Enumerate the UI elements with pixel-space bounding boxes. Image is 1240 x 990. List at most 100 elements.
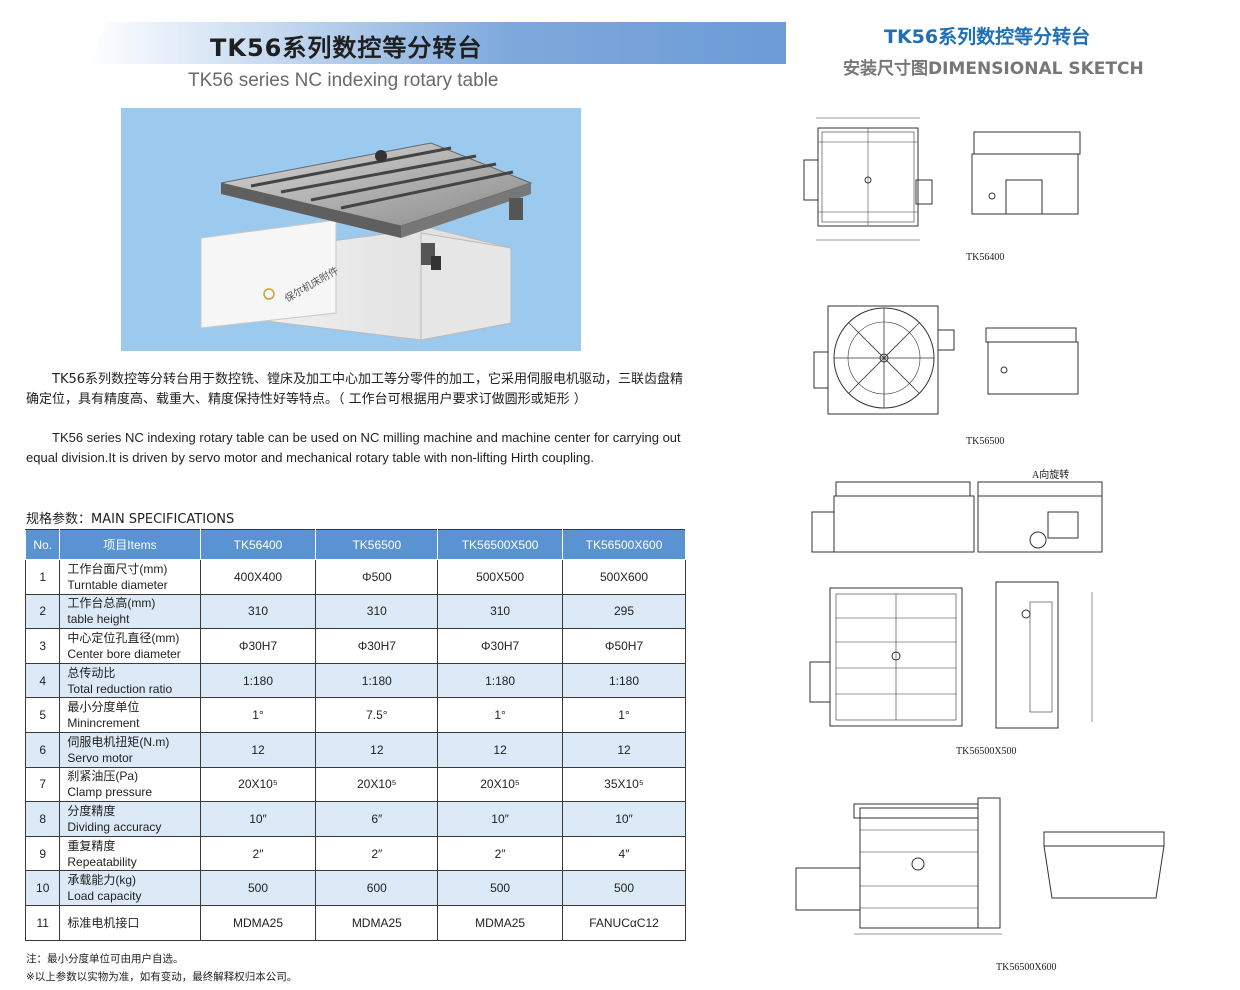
row-no: 4 (24, 662, 61, 699)
row-item-en: table height (67, 612, 130, 627)
row-value: 7.5° (315, 697, 439, 733)
sketch-tk56500x600: TK56500X600 (780, 778, 1180, 983)
row-value: 1° (437, 697, 564, 733)
row-item-cn: 工作台总高(mm) (67, 596, 156, 611)
row-value: 400X400 (199, 559, 317, 595)
sketch-label-tk56500x600: TK56500X600 (996, 962, 1057, 973)
page-subtitle: TK56 series NC indexing rotary table (188, 70, 499, 91)
row-value: 12 (437, 731, 564, 768)
row-item-en: Total reduction ratio (67, 681, 173, 696)
row-value: Φ30H7 (199, 628, 317, 664)
description-cn: TK56系列数控等分转台用于数控铣、镗床及加工中心加工等分零件的加工，它采用伺服… (26, 372, 684, 407)
row-value: 295 (562, 593, 686, 630)
row-value: FANUCαC12 (562, 904, 686, 941)
row-item-cn: 总传动比 (67, 665, 116, 680)
row-item-cn: 中心定位孔直径(mm) (67, 630, 180, 645)
row-value: 1:180 (199, 662, 317, 699)
row-value: 1:180 (315, 662, 439, 699)
row-no: 10 (24, 870, 61, 906)
sketch-title: TK56系列数控等分转台 (884, 26, 1091, 48)
row-no: 2 (24, 593, 61, 630)
description-en: TK56 series NC indexing rotary table can… (26, 430, 681, 465)
title-ribbon (88, 22, 786, 64)
row-value: 20X10⁵ (437, 766, 564, 803)
row-value: 2″ (315, 835, 439, 872)
row-value: 500X500 (437, 559, 564, 595)
row-value: 12 (199, 731, 317, 768)
row-item: 标准电机接口 (59, 904, 201, 941)
sketch-label-a-view: A向旋转 (1032, 470, 1070, 481)
row-item-en: Minincrement (67, 716, 140, 731)
row-item-cn: 分度精度 (67, 803, 116, 818)
row-value: MDMA25 (437, 904, 564, 941)
row-no: 1 (24, 559, 61, 595)
row-value: 35X10⁵ (562, 766, 686, 803)
row-no: 5 (24, 697, 61, 733)
row-value: 500X600 (562, 559, 686, 595)
col-tk56400: TK56400 (199, 529, 317, 560)
row-value: 2″ (437, 835, 564, 872)
row-item-cn: 最小分度单位 (67, 700, 140, 715)
row-item: 伺服电机扭矩(N.m)Servo motor (59, 731, 201, 768)
row-item-en: Center bore diameter (67, 646, 181, 661)
row-value: 12 (562, 731, 686, 768)
row-item: 工作台总高(mm)table height (59, 593, 201, 630)
row-value: 310 (315, 593, 439, 630)
row-no: 8 (24, 801, 61, 837)
row-item-cn: 刹紧油压(Pa) (67, 769, 139, 784)
col-no: No. (24, 529, 61, 560)
row-item-cn: 承载能力(kg) (67, 873, 137, 888)
spec-header-row: No. 项目Items TK56400 TK56500 TK56500X500 … (24, 529, 686, 560)
col-tk56500x500: TK56500X500 (437, 529, 564, 560)
sketch-label-tk56500x500: TK56500X500 (956, 746, 1017, 757)
row-value: 20X10⁵ (315, 766, 439, 803)
row-no: 6 (24, 731, 61, 768)
row-item: 工作台面尺寸(mm)Turntable diameter (59, 559, 201, 595)
col-items: 项目Items (59, 529, 201, 560)
row-no: 9 (24, 835, 61, 872)
row-value: MDMA25 (199, 904, 317, 941)
col-tk56500: TK56500 (315, 529, 439, 560)
row-value: 10″ (199, 801, 317, 837)
row-value: 20X10⁵ (199, 766, 317, 803)
row-item-en: Load capacity (67, 889, 142, 904)
row-item-en: Repeatability (67, 854, 137, 869)
row-value: Φ30H7 (437, 628, 564, 664)
row-value: 500 (562, 870, 686, 906)
row-value: 2″ (199, 835, 317, 872)
row-value: 600 (315, 870, 439, 906)
row-value: 1° (562, 697, 686, 733)
row-no: 7 (24, 766, 61, 803)
row-value: 500 (199, 870, 317, 906)
page-title: TK56系列数控等分转台 (210, 34, 483, 62)
row-value: 12 (315, 731, 439, 768)
row-value: 6″ (315, 801, 439, 837)
row-item-cn: 重复精度 (67, 838, 116, 853)
sketch-label-tk56400: TK56400 (966, 252, 1005, 263)
spec-title: 规格参数：MAIN SPECIFICATIONS (26, 512, 235, 527)
sketch-label-tk56500: TK56500 (966, 436, 1005, 447)
note-1: 注：最小分度单位可由用户自选。 (26, 953, 184, 965)
row-value: Φ30H7 (315, 628, 439, 664)
row-item: 刹紧油压(Pa)Clamp pressure (59, 766, 201, 803)
product-photo: 保尔机床附件 (121, 108, 581, 351)
row-value: Φ500 (315, 559, 439, 595)
row-item-en: Servo motor (67, 750, 133, 765)
row-value: 10″ (562, 801, 686, 837)
sketch-tk56500: TK56500 (796, 282, 1116, 452)
row-value: 310 (437, 593, 564, 630)
row-value: 1:180 (562, 662, 686, 699)
